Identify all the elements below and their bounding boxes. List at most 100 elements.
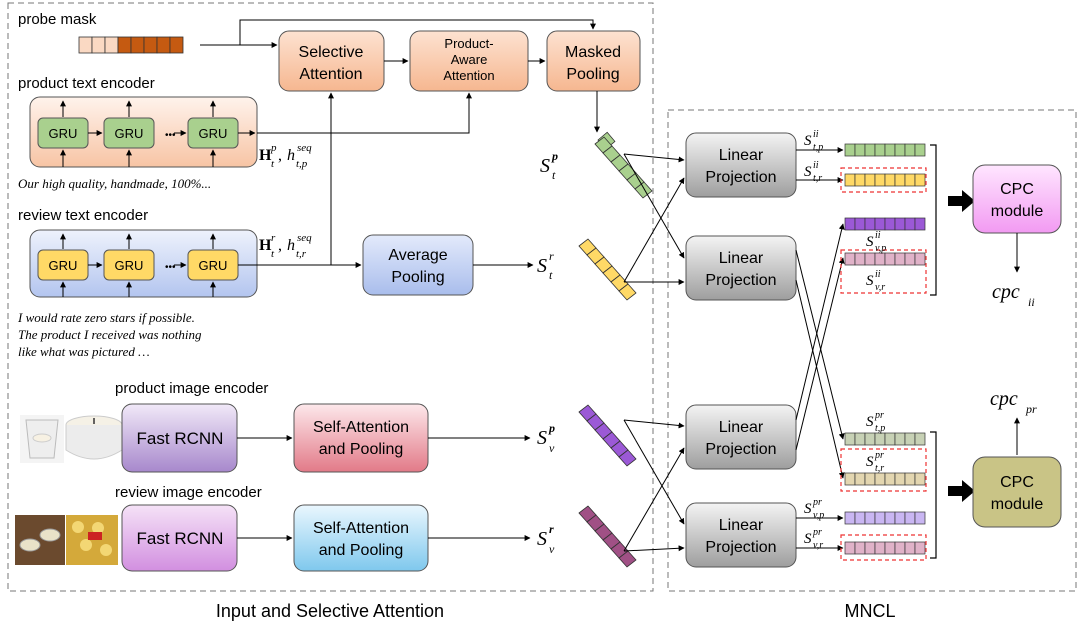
- proj-vec-t-r-ii-cell: [884, 173, 896, 187]
- proj-vec-v-p-pr-cell: [844, 511, 856, 525]
- cpc-module-ii-label-1: CPC: [1000, 181, 1034, 198]
- product-gru-arrows: [60, 100, 256, 167]
- proj-vec-v-p-ii: [844, 217, 926, 231]
- review-image-encoder-label: review image encoder: [115, 484, 262, 501]
- product-text-sample: Our high quality, handmade, 100%...: [18, 176, 211, 191]
- svg-text:S: S: [804, 164, 812, 180]
- svg-text:S: S: [804, 531, 812, 547]
- svg-text:S: S: [804, 133, 812, 149]
- proj-vec-t-p-pr-cell: [874, 432, 886, 446]
- proj-vec-v-p-pr-cell: [864, 511, 876, 525]
- right-section-frame: [667, 109, 1077, 592]
- masked-pooling-label-2: Pooling: [566, 66, 619, 83]
- review-encoder-arrows: [238, 92, 362, 268]
- proj-vec-t-r-pr: [844, 472, 926, 486]
- svg-text:r: r: [271, 232, 276, 244]
- svg-text:S: S: [866, 414, 874, 430]
- top-arrows: [200, 19, 600, 133]
- cpc-module-ii: [972, 164, 1062, 234]
- svg-text:S: S: [866, 273, 874, 289]
- vector-s-t-p-cells: [594, 136, 653, 199]
- proj-vec-v-p-pr-cell: [904, 511, 916, 525]
- svg-text:t: t: [271, 248, 275, 260]
- review-text-sample-3: like what was pictured …: [18, 344, 150, 359]
- svg-text:S: S: [537, 528, 547, 550]
- product-hidden-states-label: H t p , h t,p seq: [259, 142, 312, 170]
- proj-vec-t-p-pr: [844, 432, 926, 446]
- svg-text:h: h: [287, 147, 295, 164]
- proj-vec-t-r-pr-cell: [854, 472, 866, 486]
- proj-vec-t-p-pr-cell: [894, 432, 906, 446]
- cpc-module-pr-label-1: CPC: [1000, 474, 1034, 491]
- proj-vec-v-p-pr-cell: [854, 511, 866, 525]
- proj-vec-v-r-ii-cell: [884, 252, 896, 266]
- svg-text:p: p: [551, 149, 558, 163]
- proj-vec-t-p-pr-cell: [864, 432, 876, 446]
- proj-vec-v-r-pr-cell: [884, 541, 896, 555]
- self-attention-review-label-2: and Pooling: [319, 542, 404, 559]
- arrow-to-cpc-pr: [948, 480, 975, 502]
- proj-vec-t-p-pr-cell: [914, 432, 926, 446]
- svg-text:t,r: t,r: [875, 463, 884, 474]
- review-hidden-states-label: H t r , h t,r seq: [259, 232, 312, 260]
- average-pooling-box: [362, 234, 474, 296]
- svg-text:pr: pr: [1025, 402, 1037, 416]
- proj-vec-v-p-pr-cell: [914, 511, 926, 525]
- proj-vec-t-p-ii-cell: [854, 143, 866, 157]
- linear-projection-2: [685, 235, 797, 301]
- review-gru-2: GRU: [115, 258, 144, 273]
- left-section-title: Input and Selective Attention: [216, 601, 444, 621]
- cpc-pr-output-label: cpc pr: [990, 388, 1037, 416]
- svg-text:S: S: [537, 255, 547, 277]
- svg-text:ii: ii: [875, 230, 881, 241]
- proj-vec-t-r-ii-cell: [874, 173, 886, 187]
- proj-vec-t-r-pr-cell: [874, 472, 886, 486]
- svg-text:cpc: cpc: [990, 388, 1018, 410]
- proj-vec-v-p-ii-cell: [914, 217, 926, 231]
- selective-attention-label-1: Selective: [299, 44, 364, 61]
- review-gru-cells: [37, 249, 239, 281]
- svg-text:H: H: [259, 237, 272, 254]
- product-gru-1: GRU: [49, 126, 78, 141]
- product-text-encoder-label: product text encoder: [18, 75, 155, 92]
- svg-text:t,r: t,r: [813, 173, 822, 184]
- svg-text:S: S: [866, 234, 874, 250]
- negative-sample-boxes: [840, 167, 927, 561]
- average-pooling-label-2: Pooling: [391, 269, 444, 286]
- proj-vec-t-p-ii: [844, 143, 926, 157]
- linear-projection-2-label-2: Projection: [705, 272, 776, 289]
- review-text-sample-2: The product I received was nothing: [18, 327, 202, 342]
- svg-text:S: S: [866, 454, 874, 470]
- linear-projection-1: [685, 132, 797, 198]
- proj-vec-v-p-pr-cell: [894, 511, 906, 525]
- svg-text:S: S: [537, 427, 547, 449]
- svg-text:ii: ii: [1028, 295, 1035, 309]
- proj-vec-v-r-pr-cell: [864, 541, 876, 555]
- svg-text:seq: seq: [297, 142, 312, 154]
- svg-text:t,r: t,r: [296, 248, 307, 260]
- svg-text:,: ,: [278, 237, 282, 254]
- review-image-thumbnail: [15, 515, 118, 565]
- svg-text:cpc: cpc: [992, 281, 1020, 303]
- svg-text:r: r: [549, 249, 554, 263]
- review-text-sample-1: I would rate zero stars if possible.: [17, 310, 195, 325]
- proj-vec-v-r-pr-cell: [904, 541, 916, 555]
- proj-vec-t-r-ii-cell: [904, 173, 916, 187]
- linear-projection-1-label-1: Linear: [719, 147, 764, 164]
- cpc-module-pr-label-2: module: [991, 496, 1044, 513]
- svg-text:v,p: v,p: [813, 510, 824, 521]
- product-aware-label-3: Attention: [443, 68, 494, 83]
- vector-to-projection-arrows: [623, 153, 685, 552]
- vector-s-t-r-cells: [578, 238, 637, 301]
- proj-vec-v-r-ii-cell: [844, 252, 856, 266]
- proj-vec-t-r-pr-cell: [904, 472, 916, 486]
- review-gru-ellipsis: •••: [165, 262, 176, 273]
- s-v-r-label: S v r: [537, 522, 555, 556]
- self-attention-product-label-2: and Pooling: [319, 441, 404, 458]
- proj-vec-v-r-ii-cell: [864, 252, 876, 266]
- proj-vec-t-r-pr-cell: [864, 472, 876, 486]
